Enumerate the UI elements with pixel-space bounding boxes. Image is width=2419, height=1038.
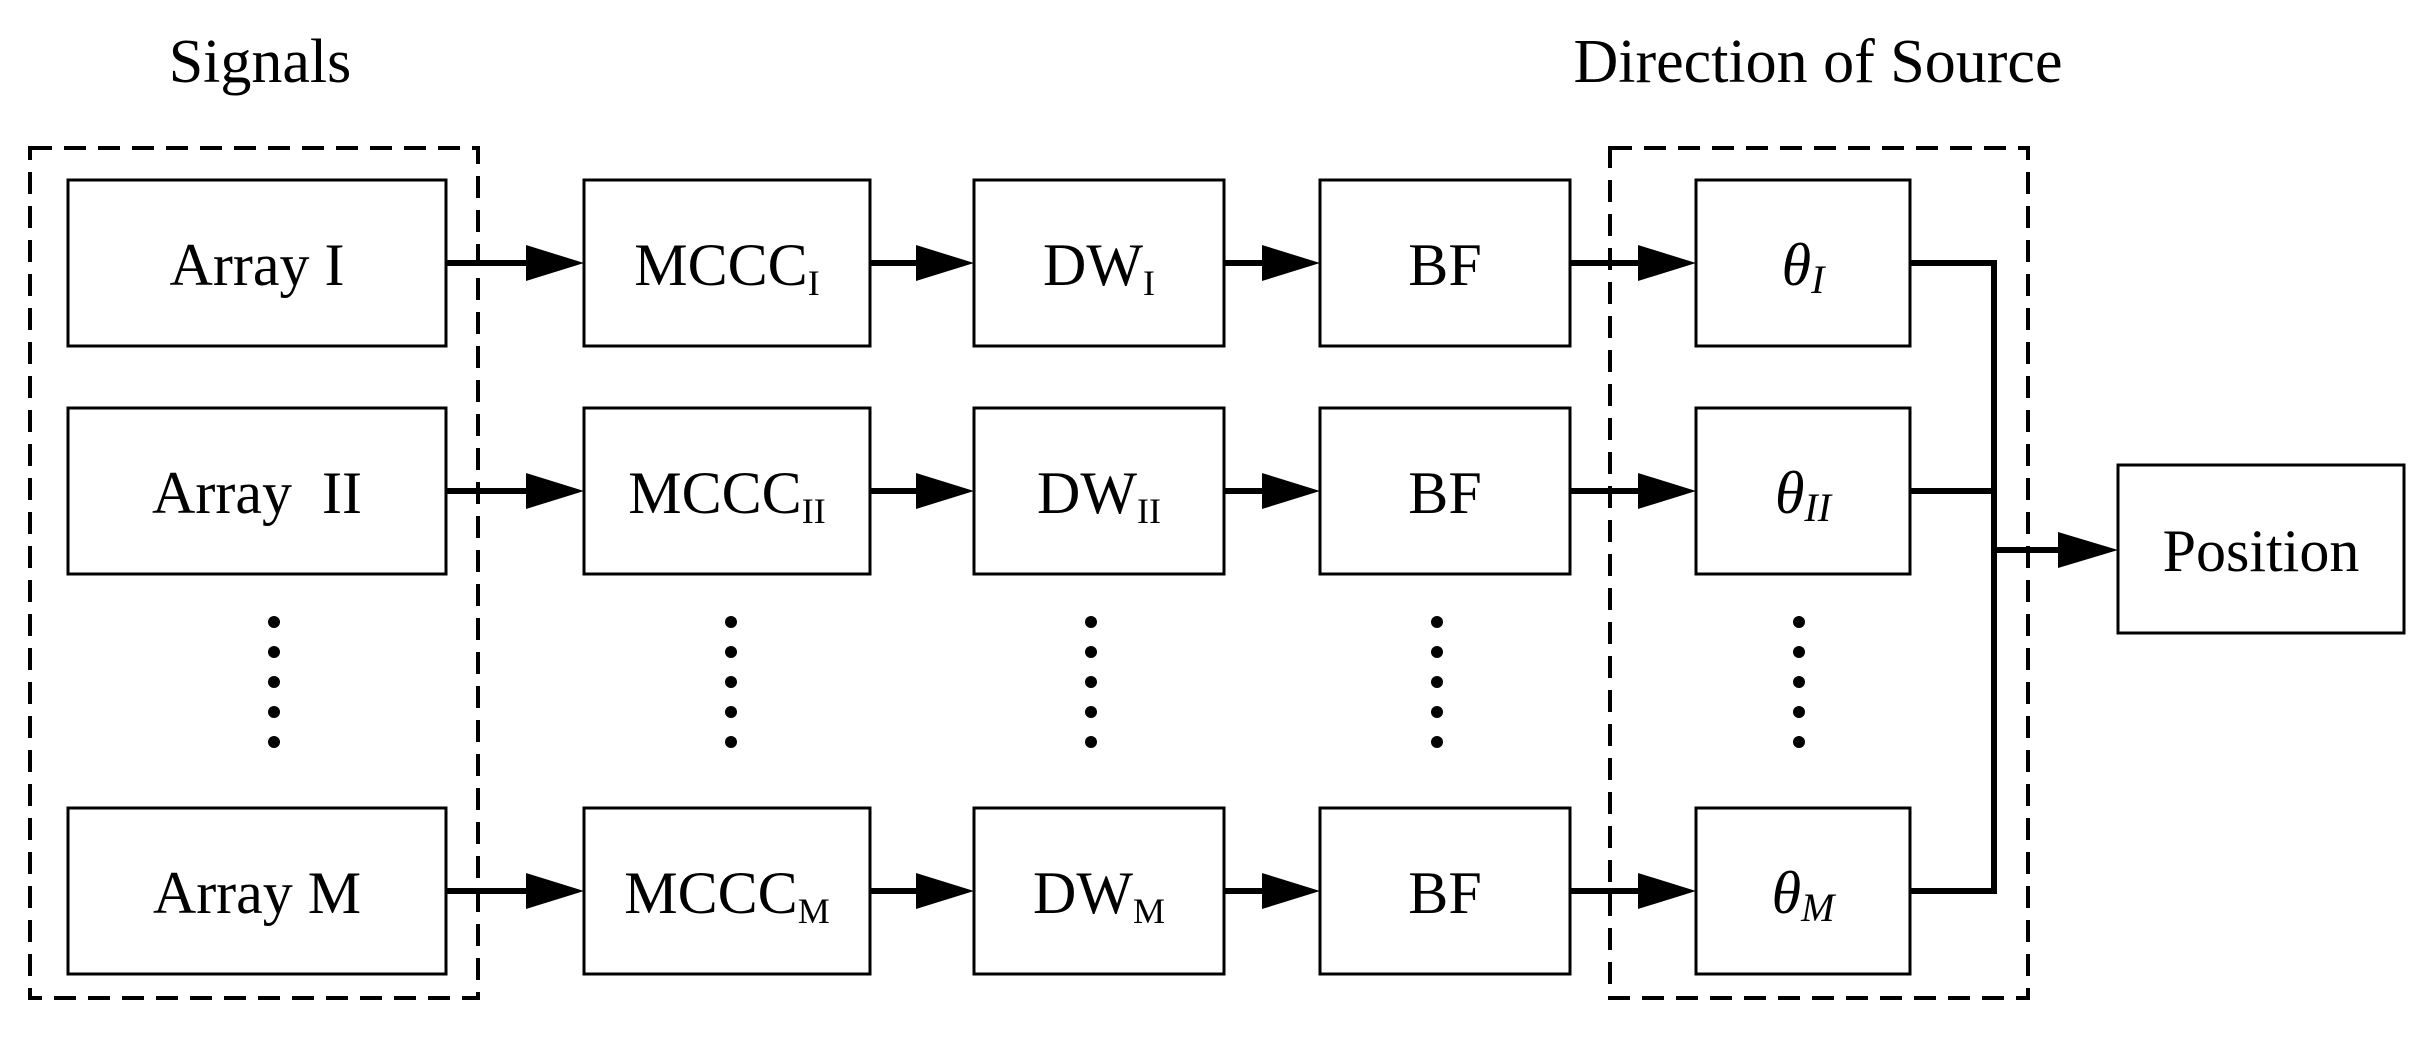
array-label: Array M xyxy=(153,860,361,926)
vertical-ellipsis-icon xyxy=(1431,616,1443,748)
arrow-icon xyxy=(1262,873,1320,909)
array-box xyxy=(66,406,448,576)
vertical-ellipsis-icon xyxy=(268,616,280,748)
mccc-box xyxy=(582,806,872,976)
direction-group xyxy=(1608,146,2030,1000)
theta-box xyxy=(1694,406,1912,576)
bf-label: BF xyxy=(1408,860,1481,926)
arrow-icon xyxy=(526,473,584,509)
signals-group xyxy=(28,146,480,1000)
arrow-icon xyxy=(1262,473,1320,509)
row-3: Array M MCCCM DWM BF θM xyxy=(66,806,1997,976)
array-box xyxy=(66,178,448,348)
bf-box xyxy=(1318,406,1572,576)
position-box xyxy=(2116,463,2406,635)
array-box xyxy=(66,806,448,976)
dw-label: DWM xyxy=(1033,860,1165,931)
arrow-icon xyxy=(916,473,974,509)
array-label: Array I xyxy=(170,232,345,298)
arrow-icon xyxy=(2058,532,2118,568)
ellipsis-dots xyxy=(268,616,1805,748)
vertical-ellipsis-icon xyxy=(725,616,737,748)
mccc-label: MCCCM xyxy=(624,860,829,931)
mccc-box xyxy=(582,406,872,576)
dw-box xyxy=(972,178,1226,348)
arrow-icon xyxy=(1638,873,1696,909)
bf-box xyxy=(1318,806,1572,976)
arrow-icon xyxy=(916,245,974,281)
signals-title: Signals xyxy=(169,28,352,96)
bf-box xyxy=(1318,178,1572,348)
dw-label: DWII xyxy=(1037,460,1161,531)
row-1: Array I MCCCI DWI BF θI xyxy=(66,178,1997,348)
row-2: Array II MCCCII DWII BF θII xyxy=(66,406,1997,576)
array-label: Array II xyxy=(152,460,362,526)
theta-box xyxy=(1694,806,1912,976)
arrow-icon xyxy=(526,245,584,281)
arrow-icon xyxy=(1638,473,1696,509)
dw-box xyxy=(972,806,1226,976)
vertical-ellipsis-icon xyxy=(1085,616,1097,748)
position-label: Position xyxy=(2163,518,2360,584)
theta-label: θI xyxy=(1782,232,1826,302)
arrow-icon xyxy=(526,873,584,909)
bf-label: BF xyxy=(1408,232,1481,298)
vertical-ellipsis-icon xyxy=(1793,616,1805,748)
dw-label: DWI xyxy=(1043,232,1155,303)
theta-box xyxy=(1694,178,1912,348)
arrow-icon xyxy=(1262,245,1320,281)
arrow-icon xyxy=(1638,245,1696,281)
mccc-label: MCCCI xyxy=(634,232,819,303)
arrow-icon xyxy=(916,873,974,909)
bf-label: BF xyxy=(1408,460,1481,526)
mccc-label: MCCCII xyxy=(628,460,825,531)
theta-label: θII xyxy=(1775,460,1833,530)
theta-label: θM xyxy=(1772,860,1837,930)
direction-title: Direction of Source xyxy=(1574,28,2063,96)
